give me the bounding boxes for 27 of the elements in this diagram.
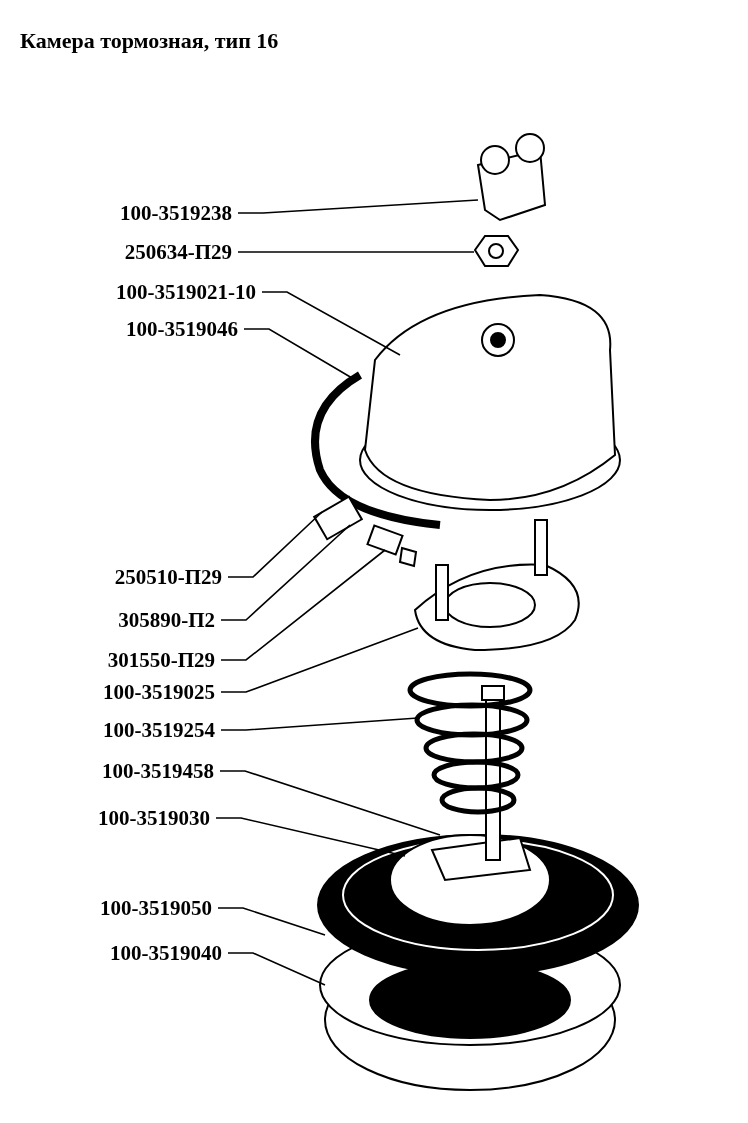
part-number: 100-3519030 <box>98 806 210 830</box>
part-number: 301550-П29 <box>107 648 215 672</box>
part-number: 100-3519050 <box>100 896 212 920</box>
part-number: 100-3519458 <box>102 759 214 783</box>
leader-line <box>219 770 441 836</box>
leader-line <box>243 328 353 379</box>
leader-line <box>215 817 406 857</box>
title: Камера тормозная, тип 16 <box>20 28 279 54</box>
part-number: 100-3519025 <box>103 680 215 704</box>
part-number: 305890-П2 <box>118 608 215 632</box>
leader-line <box>227 952 326 986</box>
part-number: 100-3519254 <box>103 718 215 742</box>
leader-line <box>220 549 386 661</box>
part-number: 250510-П29 <box>114 565 222 589</box>
part-number: 250634-П29 <box>124 240 232 264</box>
leader-line <box>227 511 323 578</box>
part-number: 100-3519040 <box>110 941 222 965</box>
leader-line <box>261 291 401 356</box>
leader-line <box>220 627 419 693</box>
leader-line <box>220 717 419 731</box>
leader-line <box>217 907 326 936</box>
part-number: 100-3519238 <box>120 201 232 225</box>
part-number: 100-3519021-10 <box>116 280 256 304</box>
leader-line <box>237 251 475 253</box>
leader-line <box>220 524 351 621</box>
leader-line <box>237 199 479 214</box>
part-number: 100-3519046 <box>126 317 238 341</box>
